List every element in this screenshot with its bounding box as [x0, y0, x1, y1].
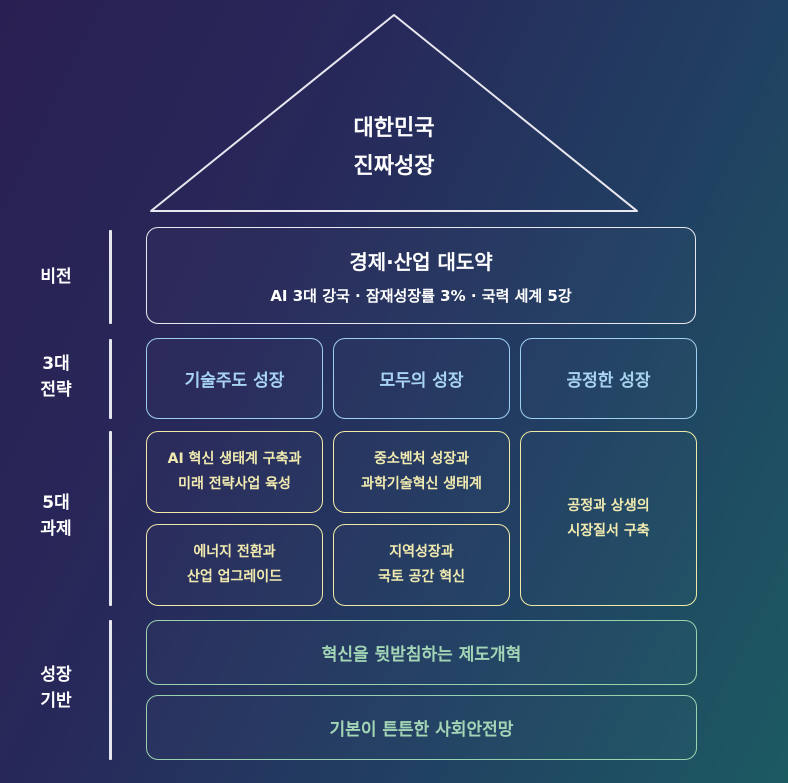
task-region-line-1: 지역성장과 — [389, 544, 454, 560]
strategy-label-tech: 기술주도 성장 — [184, 371, 285, 391]
task-box-energy: 에너지 전환과 산업 업그레이드 — [146, 524, 323, 606]
task-venture-line-2: 과학기술혁신 생태계 — [361, 476, 482, 492]
task-region-line-2: 국토 공간 혁신 — [377, 569, 466, 585]
vision-divider — [109, 230, 112, 324]
roof-triangle — [150, 14, 638, 212]
strategy-label-inclusive: 모두의 성장 — [379, 371, 464, 391]
task-box-region: 지역성장과 국토 공간 혁신 — [333, 524, 510, 606]
strategy-label-fair: 공정한 성장 — [566, 371, 651, 391]
foundation-safety-net-label: 기본이 튼튼한 사회안전망 — [329, 720, 514, 740]
strategy-box-tech: 기술주도 성장 — [146, 338, 323, 419]
task-market-line-2: 시장질서 구축 — [567, 522, 650, 539]
strategy-box-fair: 공정한 성장 — [520, 338, 697, 419]
task-box-ai: AI 혁신 생태계 구축과 미래 전략사업 육성 — [146, 431, 323, 513]
foundation-box-safety-net: 기본이 튼튼한 사회안전망 — [146, 695, 697, 760]
task-box-venture: 중소벤처 성장과 과학기술혁신 생태계 — [333, 431, 510, 513]
roof-title-line-1: 대한민국 — [353, 116, 435, 141]
roof-title-line-2: 진짜성장 — [353, 154, 435, 179]
foundation-box-reform: 혁신을 뒷받침하는 제도개혁 — [146, 620, 697, 685]
strategy-label: 3대 전략 — [40, 354, 72, 400]
vision-box: 경제·산업 대도약 AI 3대 강국 · 잠재성장률 3% · 국력 세계 5강 — [146, 227, 696, 324]
task-ai-line-2: 미래 전략사업 육성 — [178, 476, 291, 492]
task-venture-line-1: 중소벤처 성장과 — [373, 451, 470, 467]
task-box-market: 공정과 상생의 시장질서 구축 — [520, 431, 697, 606]
foundation-label: 성장 기반 — [40, 665, 72, 711]
vision-label: 비전 — [40, 267, 72, 287]
task-energy-line-1: 에너지 전환과 — [193, 544, 276, 560]
roof-title: 대한민국 진짜성장 — [294, 110, 494, 186]
foundation-reform-label: 혁신을 뒷받침하는 제도개혁 — [321, 645, 522, 665]
strategy-divider — [109, 339, 112, 419]
tasks-label: 5대 과제 — [40, 493, 72, 539]
task-market-line-1: 공정과 상생의 — [567, 497, 650, 514]
task-ai-line-1: AI 혁신 생태계 구축과 — [167, 451, 302, 467]
vision-title: 경제·산업 대도약 — [349, 249, 493, 274]
vision-subtitle: AI 3대 강국 · 잠재성장률 3% · 국력 세계 5강 — [270, 286, 572, 305]
foundation-divider — [109, 620, 112, 760]
strategy-box-inclusive: 모두의 성장 — [333, 338, 510, 419]
task-energy-line-2: 산업 업그레이드 — [186, 569, 283, 585]
tasks-divider — [109, 431, 112, 606]
